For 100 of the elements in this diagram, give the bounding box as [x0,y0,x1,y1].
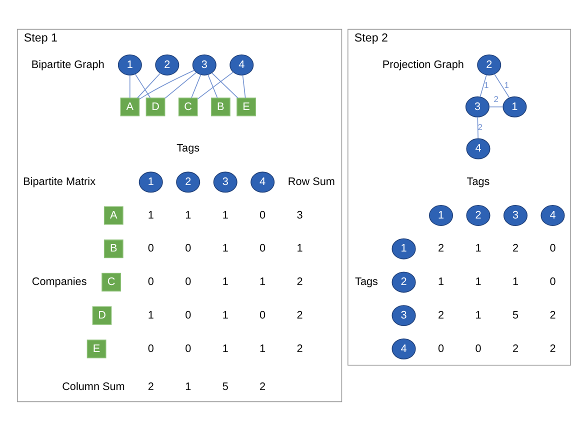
label: 1 [185,380,192,393]
connector [242,74,246,98]
connector [212,72,238,98]
node-box: A [104,206,124,225]
label: Bipartite Graph [31,58,104,71]
node-ellipse: 3 [392,305,416,326]
label: 0 [185,309,192,322]
node-ellipse: 2 [155,54,180,76]
connector [477,116,478,139]
node-ellipse: 3 [213,172,238,193]
label: 1 [222,242,228,255]
node-ellipse: 3 [192,54,216,76]
label: 0 [550,276,556,288]
node-ellipse: 2 [392,272,416,293]
node-box: E [236,98,256,116]
label: 0 [185,342,192,355]
edge-label: 2 [478,122,483,132]
label: 1 [222,342,228,355]
label: 1 [222,309,228,322]
label: 0 [148,342,154,355]
edge-label: 2 [494,94,498,104]
node-box: A [120,98,140,116]
node-ellipse: 4 [466,138,490,160]
label: 0 [148,242,154,255]
node-box: C [102,272,121,292]
label: 1 [260,342,266,355]
label: 0 [475,342,482,355]
node-ellipse: 4 [230,54,254,76]
connector [164,72,197,99]
node-ellipse: 3 [465,96,490,118]
label: 0 [185,276,192,288]
edge-label: 1 [484,80,489,90]
label: 0 [260,209,266,222]
label: 2 [438,242,444,255]
label: 3 [296,209,303,222]
label: 1 [475,309,482,322]
node-ellipse: 2 [176,172,200,193]
label: 2 [148,380,154,393]
node-ellipse: 1 [428,205,454,226]
connector [494,74,510,98]
label: Tags [466,176,490,188]
label: 1 [438,276,444,288]
label: 1 [296,242,303,255]
connector [197,72,234,100]
label: Bipartite Matrix [23,176,96,188]
node-box: C [178,98,198,116]
label: 2 [296,276,303,288]
node-ellipse: 4 [392,338,416,360]
node-ellipse: 4 [250,172,275,193]
label: 0 [260,309,266,322]
connector [137,72,161,98]
label: Row Sum [288,176,335,188]
label: 1 [512,276,519,288]
label: Projection Graph [382,58,464,71]
label: 1 [222,209,228,222]
label: 1 [148,309,154,322]
label: Column Sum [62,380,125,393]
label: 5 [222,380,228,393]
label: 1 [185,209,192,222]
node-box: D [146,98,166,116]
label: 0 [438,342,444,355]
node-ellipse: 1 [502,96,527,118]
label: 2 [550,309,556,322]
label: 1 [475,276,482,288]
node-ellipse: 1 [138,172,163,193]
label: 0 [550,242,556,255]
label: 2 [438,309,444,322]
label: 1 [148,209,154,222]
label: 2 [260,380,266,393]
connector [134,74,151,98]
label: 0 [185,242,192,255]
connector [191,74,202,98]
node-ellipse: 3 [503,205,528,226]
connector [208,74,218,98]
label: 1 [475,242,482,255]
connector [480,74,487,98]
node-ellipse: 1 [392,238,416,260]
label: 2 [512,342,519,355]
label: Tags [355,276,378,288]
label: 2 [296,342,303,355]
label: 5 [512,309,519,322]
connector [488,106,504,108]
node-ellipse: 4 [540,205,565,226]
node-ellipse: 1 [118,54,142,76]
node-ellipse: 2 [466,205,490,226]
label: 0 [148,276,154,288]
node-box: E [86,340,106,358]
node-box: B [104,240,124,258]
connector [138,70,195,100]
edge-label: 1 [504,80,509,90]
label: Tags [176,142,200,155]
label: Companies [32,276,87,288]
label: 1 [222,276,228,288]
label: 2 [512,242,519,255]
node-ellipse: 2 [477,54,502,76]
label: 2 [296,309,303,322]
label: 0 [260,242,266,255]
label: 2 [550,342,556,355]
label: 1 [260,276,266,288]
node-box: D [92,306,112,325]
